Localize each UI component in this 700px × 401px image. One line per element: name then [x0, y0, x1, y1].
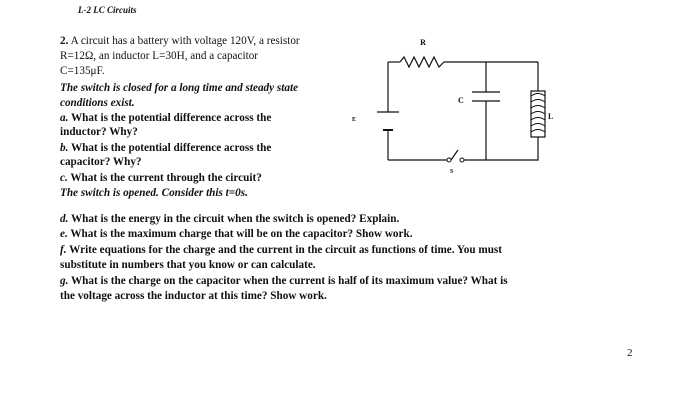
battery-label: E [352, 117, 356, 123]
part-f-line-2: substitute in numbers that you know or c… [60, 259, 316, 271]
part-g-line-1: g. What is the charge on the capacitor w… [60, 275, 508, 287]
switch-contact-left [446, 157, 452, 163]
page-number: 2 [627, 347, 633, 359]
wire-ind-bottom [486, 137, 539, 161]
resistor-zigzag [399, 55, 445, 69]
question-line-2: R=12Ω, an inductor L=30H, and a capacito… [60, 50, 259, 62]
inductor-body [530, 90, 546, 138]
part-b-line-2: capacitor? Why? [60, 156, 142, 168]
part-a-line-1: a. What is the potential difference acro… [60, 112, 272, 124]
question-line-1: 2. A circuit has a battery with voltage … [60, 35, 300, 47]
question-line-3: C=135μF. [60, 65, 105, 77]
part-f-line-1: f. Write equations for the charge and th… [60, 244, 502, 256]
part-g-line-2: the voltage across the inductor at this … [60, 290, 327, 302]
opened-note: The switch is opened. Consider this t=0s… [60, 187, 248, 199]
part-a-line-2: inductor? Why? [60, 126, 138, 138]
switch-blade [450, 149, 459, 161]
section-header: L-2 LC Circuits [78, 5, 137, 15]
question-number: 2. [60, 35, 69, 47]
capacitor-label: C [458, 96, 464, 105]
part-b-line-1: b. What is the potential difference acro… [60, 142, 272, 154]
resistor-label: R [420, 38, 426, 47]
part-d-line: d. What is the energy in the circuit whe… [60, 213, 400, 225]
part-c-line-1: c. What is the current through the circu… [60, 172, 262, 184]
switch-contact-right [459, 157, 465, 163]
part-e-line: e. What is the maximum charge that will … [60, 228, 413, 240]
closed-note-1: The switch is closed for a long time and… [60, 82, 299, 94]
closed-note-2: conditions exist. [60, 97, 135, 109]
inductor-coils [530, 93, 546, 133]
inductor-label: L [548, 112, 553, 121]
switch-label: S [450, 169, 454, 175]
